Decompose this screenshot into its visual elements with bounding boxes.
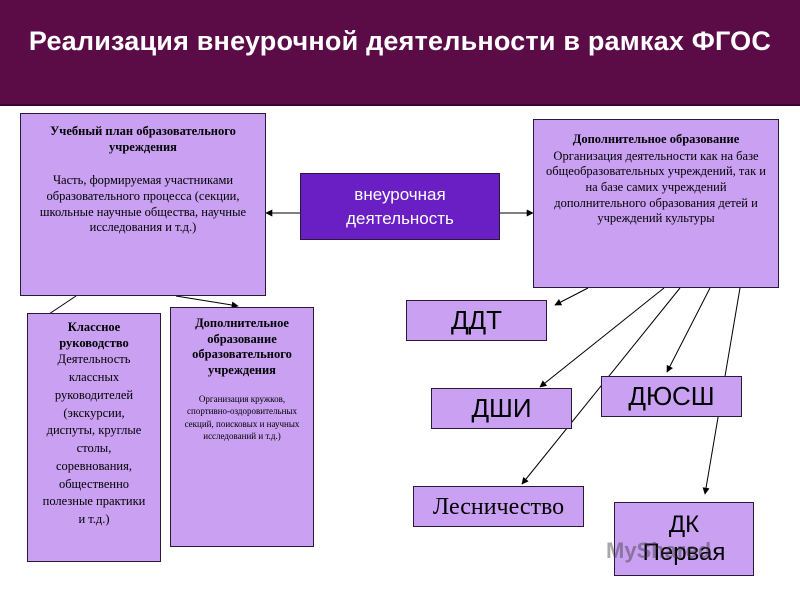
plan-box: Учебный план образовательного учреждения…	[20, 113, 266, 296]
dshi-box: ДШИ	[431, 388, 572, 429]
class-lead-body: Деятельность классных руководителей (экс…	[42, 352, 146, 526]
header-bar: Реализация внеурочной деятельности в рам…	[0, 0, 800, 106]
class-lead-box: Классное руководство Деятельность классн…	[27, 313, 161, 562]
arrow-extra-to-dyussh	[666, 287, 711, 373]
plan-body: Часть, формируемая участниками образоват…	[39, 173, 247, 235]
ddt-box: ДДТ	[406, 300, 547, 341]
extra-edu-title: Дополнительное образование	[572, 132, 740, 146]
page-title: Реализация внеурочной деятельности в рам…	[28, 26, 772, 56]
school-extra-title: Дополнительное образование образовательн…	[192, 316, 292, 377]
school-extra-box: Дополнительное образование образовательн…	[170, 307, 314, 547]
dk-box: ДК Первая	[614, 502, 754, 576]
forestry-box: Лесничество	[413, 486, 584, 527]
plan-title: Учебный план образовательного учреждения	[50, 124, 236, 154]
center-line-1: внеурочная	[354, 184, 446, 204]
extra-edu-box: Дополнительное образование Организация д…	[533, 119, 779, 288]
extra-edu-body: Организация деятельности как на базе общ…	[546, 148, 766, 226]
arrow-extra-to-ddt	[554, 287, 589, 306]
school-extra-body: Организация кружков, спортивно-оздоровит…	[184, 393, 300, 442]
center-box: внеурочная деятельность	[300, 173, 500, 240]
center-line-2: деятельность	[346, 209, 454, 228]
watermark-logo: MyShared	[606, 538, 712, 563]
dyussh-box: ДЮСШ	[601, 376, 742, 417]
arrow-plan-to-school	[175, 295, 239, 309]
class-lead-title: Классное руководство	[59, 320, 129, 350]
arrow-extra-to-dshi	[539, 287, 665, 388]
